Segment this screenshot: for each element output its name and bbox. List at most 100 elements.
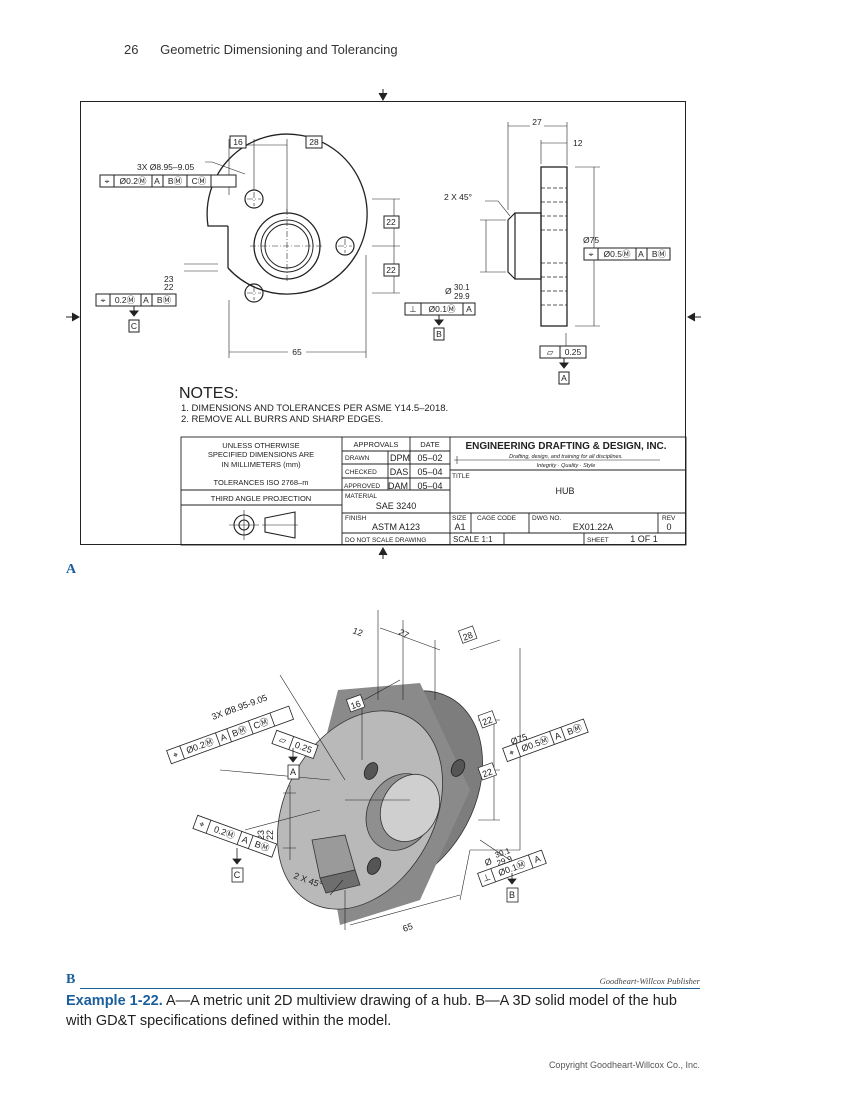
notes: NOTES: 1. DIMENSIONS AND TOLERANCES PER … (179, 385, 448, 425)
fcf-symbol: ⊥ (481, 872, 492, 884)
slot-upper-limit: 23 (256, 830, 266, 840)
approved-date: 05–04 (417, 481, 442, 491)
drawn-date: 05–02 (417, 453, 442, 463)
fcf-symbol: ⌖ (198, 819, 206, 830)
side-view-annotations: 27 12 2 X 45° Ø75 Ø 30.1 29.9 (444, 117, 599, 301)
dia-75-fcf: ⌖ Ø0.5Ⓜ A BⓂ (583, 247, 671, 261)
model-datum-a: A (287, 748, 300, 780)
figure-label-a: A (66, 562, 77, 577)
running-header: 26 Geometric Dimensioning and Tolerancin… (124, 42, 398, 57)
front-view-annotations: 16 28 22 22 65 3X Ø8.95–9.05 23 22 (137, 135, 400, 357)
do-not-scale: DO NOT SCALE DRAWING (345, 537, 426, 544)
fcf-symbol: ⌖ (507, 747, 515, 758)
fcf-symbol: ▱ (547, 347, 554, 357)
copyright: Copyright Goodheart-Willcox Co., Inc. (548, 1060, 700, 1070)
fcf-tolerance: 0.2Ⓜ (115, 295, 136, 305)
slot-lower-limit: 22 (265, 830, 275, 840)
fcf-datum-a: A (553, 730, 562, 741)
chapter-title: Geometric Dimensioning and Tolerancing (160, 42, 398, 57)
note-2: 2. REMOVE ALL BURRS AND SHARP EDGES. (181, 414, 383, 425)
dim-27: 27 (532, 117, 542, 127)
size-value: A1 (454, 522, 465, 532)
drawn-by: DPM (390, 453, 410, 463)
title-label: TITLE (452, 473, 470, 480)
datum-b: B (436, 329, 442, 339)
fcf-symbol: ⊥ (409, 304, 417, 314)
fcf-datum-b: BⓂ (652, 249, 667, 259)
fcf-datum-a: A (154, 176, 160, 186)
figure-label-b: B (66, 972, 76, 987)
finish-label: FINISH (345, 515, 367, 522)
centering-marks (66, 89, 701, 559)
company-name: ENGINEERING DRAFTING & DESIGN, INC. (465, 441, 666, 452)
fcf-datum-a: A (638, 249, 644, 259)
dim-27: 27 (397, 627, 411, 641)
bore-lower: 29.9 (454, 292, 470, 301)
front-view (184, 133, 400, 358)
notes-title: NOTES: (179, 385, 239, 402)
title-block-text: UNLESS OTHERWISE SPECIFIED DIMENSIONS AR… (208, 440, 676, 544)
approved-by: DAM (388, 481, 408, 491)
model-dia-75-fcf: ⌖ Ø0.5Ⓜ A BⓂ (502, 718, 589, 763)
caption-rule (80, 988, 700, 989)
dim-22-bottom: 22 (386, 265, 396, 275)
slot-upper-limit: 23 (164, 274, 174, 284)
fcf-symbol: ⌖ (589, 249, 594, 259)
hub-body (277, 683, 483, 925)
rev-value: 0 (666, 522, 671, 532)
slot-position-fcf: ⌖ 0.2Ⓜ A BⓂ C (95, 293, 177, 333)
approved-label: APPROVED (344, 483, 380, 490)
dwg-no-label: DWG NO. (532, 515, 561, 522)
checked-date: 05–04 (417, 467, 442, 477)
fcf-datum-b: BⓂ (566, 722, 584, 737)
fcf-datum-a: A (241, 834, 250, 845)
datum-a: A (290, 767, 296, 777)
company-slogan: Integrity · Quality · Style (537, 463, 596, 469)
dim-28: 28 (461, 630, 474, 643)
chamfer-callout: 2 X 45° (444, 192, 472, 202)
fcf-tolerance: Ø0.1Ⓜ (429, 304, 456, 314)
company-logo-line (454, 456, 660, 464)
fcf-symbol: ▱ (278, 734, 288, 746)
approvals-label: APPROVALS (354, 440, 399, 449)
third-angle-projection-symbol (229, 510, 298, 540)
fcf-datum-b: BⓂ (168, 176, 183, 186)
model-flatness-fcf: ▱ 0.25 (271, 729, 319, 760)
multiview-drawing: 16 28 22 22 65 3X Ø8.95–9.05 23 22 ⌖ Ø0.… (66, 89, 701, 559)
flatness-fcf: ▱ 0.25 A (539, 345, 587, 385)
dim-28: 28 (309, 137, 319, 147)
bore-dia-symbol: Ø (483, 856, 493, 868)
model-datum-c: C (231, 848, 244, 883)
tolerances: TOLERANCES ISO 2768–m (214, 478, 309, 487)
fcf-datum-a: A (533, 853, 542, 864)
publisher-credit: Goodheart-Willcox Publisher (599, 976, 700, 986)
fcf-symbol: ⌖ (171, 749, 179, 760)
fcf-datum-a: A (143, 295, 149, 305)
drawn-label: DRAWN (345, 455, 370, 462)
caption-text: A—A metric unit 2D multiview drawing of … (66, 993, 677, 1029)
dim-12: 12 (351, 625, 364, 638)
model-bore-fcf: ⊥ Ø0.1Ⓜ A (477, 849, 547, 888)
datum-c: C (131, 321, 137, 331)
checked-label: CHECKED (345, 469, 377, 476)
fcf-tolerance: Ø0.5Ⓜ (604, 249, 631, 259)
dia-75: Ø75 (583, 235, 599, 245)
unless-line-2: SPECIFIED DIMENSIONS ARE (208, 450, 314, 459)
dim-22-top: 22 (386, 217, 396, 227)
fcf-datum-c: CⓂ (192, 176, 207, 186)
cage-code-label: CAGE CODE (477, 515, 517, 522)
model-datum-b: B (506, 873, 519, 903)
bore-upper: 30.1 (454, 283, 470, 292)
side-view (480, 122, 600, 346)
bore-dia-symbol: Ø (445, 286, 452, 296)
title-value: HUB (555, 486, 574, 496)
rev-label: REV (662, 515, 676, 522)
date-label: DATE (420, 440, 439, 449)
drawing-frame (80, 101, 686, 545)
dwg-no-value: EX01.22A (573, 522, 614, 532)
scale: SCALE 1:1 (453, 535, 493, 544)
sheet-label: SHEET (587, 537, 609, 544)
slot-lower-limit: 22 (164, 282, 174, 292)
company-tagline: Drafting, design, and training for all d… (509, 454, 623, 460)
model-hole-fcf: ⌖ Ø0.2Ⓜ A BⓂ CⓂ (166, 705, 295, 765)
